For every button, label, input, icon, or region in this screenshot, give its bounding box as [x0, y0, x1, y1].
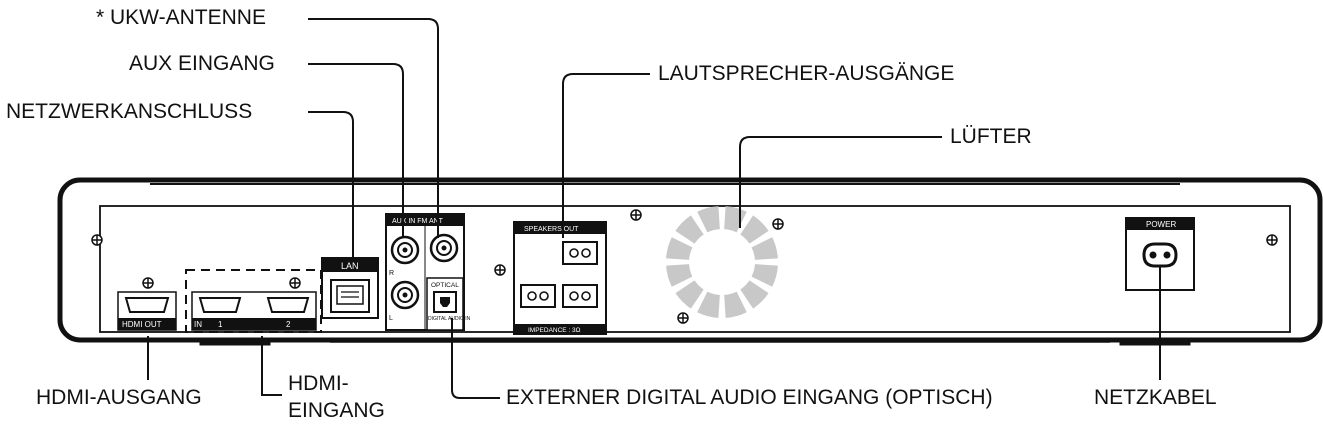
hdmi-out-label: HDMI OUT	[122, 320, 162, 329]
screw-icons	[91, 209, 1278, 324]
optical-label: OPTICAL	[431, 282, 459, 289]
speakers-out-label: SPEAKERS OUT	[524, 226, 579, 233]
lan-port: LAN	[321, 257, 379, 319]
power-label: POWER	[1146, 220, 1176, 229]
callout-hdmi-ausgang: HDMI-AUSGANG	[36, 386, 202, 409]
fm-antenna-jack	[429, 233, 459, 263]
device-body	[57, 177, 1323, 346]
hdmi-in-ports: IN 1 2	[185, 269, 322, 333]
aux-l-jack	[390, 280, 420, 310]
speakers-out-panel: SPEAKERS OUT IMPEDANCE : 3Ω	[513, 221, 607, 335]
fan-blade-segment	[666, 237, 693, 260]
fan-blade-segment	[724, 291, 747, 318]
fan-blade-segment	[697, 291, 720, 318]
fan-blade-segment	[751, 237, 778, 260]
digital-audio-in-label: DIGITAL AUDIO IN	[428, 316, 471, 322]
fan-blade-segment	[675, 215, 704, 244]
callout-lautsprecher-ausgaenge: LAUTSPRECHER-AUSGÄNGE	[658, 62, 955, 85]
hdmi-in-1-label: 1	[218, 320, 223, 329]
aux-r-label: R	[389, 270, 394, 277]
hdmi-in-label: IN	[194, 320, 202, 329]
aux-l-label: L	[389, 315, 393, 322]
aux-fm-panel: AUX IN FM ANT R L	[385, 213, 471, 331]
callout-hdmi-eingang-line1: HDMI-	[288, 372, 349, 395]
callout-netzwerkanschluss: NETZWERKANSCHLUSS	[6, 100, 253, 123]
callout-hdmi-eingang-line2: EINGANG	[288, 399, 385, 422]
fan-blade-segment	[751, 264, 778, 287]
fan-blade-segment	[666, 264, 693, 287]
callout-aux-eingang: AUX EINGANG	[129, 52, 275, 75]
lan-label: LAN	[341, 261, 359, 271]
hdmi-in-2-label: 2	[286, 320, 291, 329]
impedance-label: IMPEDANCE : 3Ω	[528, 327, 581, 334]
fan-blade-segment	[697, 206, 720, 233]
callout-ukw-antenne: * UKW-ANTENNE	[96, 6, 266, 29]
callout-netzkabel: NETZKABEL	[1094, 386, 1217, 409]
fan-blade-segment	[724, 206, 747, 233]
fan-blade-segment	[675, 280, 704, 309]
hdmi-out-port: HDMI OUT	[117, 291, 177, 331]
fan-blade-segment	[740, 280, 769, 309]
aux-fm-label: AUX IN FM ANT	[392, 218, 444, 225]
leader-lines	[147, 18, 1161, 399]
fan-blade-segment	[740, 215, 769, 244]
callout-externer-digital-audio-eingang: EXTERNER DIGITAL AUDIO EINGANG (OPTISCH)	[506, 386, 993, 409]
callout-luefter: LÜFTER	[950, 125, 1032, 148]
aux-r-jack	[390, 235, 420, 265]
optical-input: OPTICAL DIGITAL AUDIO IN	[426, 277, 471, 331]
fan-grille	[666, 206, 778, 318]
